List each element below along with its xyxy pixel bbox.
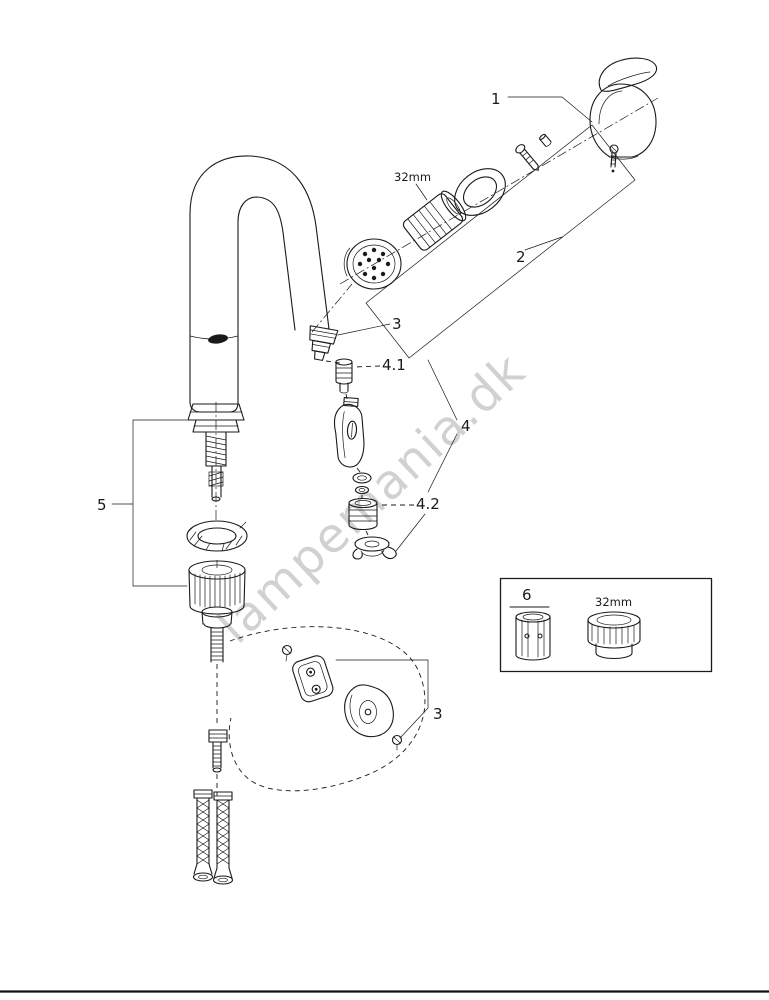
label-32mm-box: 32mm — [595, 595, 632, 609]
wall-bracket — [292, 655, 334, 703]
cap-screw — [609, 144, 619, 173]
callout-3-holder: 3 — [433, 705, 443, 723]
spray-face — [343, 238, 402, 290]
callout-1: 1 — [491, 90, 501, 108]
hose-nipple — [309, 325, 339, 361]
callout-3-hose: 3 — [392, 315, 402, 333]
callout-4: 4 — [461, 417, 471, 435]
callout-2: 2 — [516, 248, 526, 266]
part-4-2-check-valve — [348, 467, 397, 560]
handle-cap — [589, 83, 657, 160]
holder-screw — [391, 734, 403, 751]
watermark-text: lampemania.dk — [207, 342, 537, 655]
label-32mm-cartridge: 32mm — [394, 170, 431, 184]
spray-wand — [334, 396, 365, 468]
small-plug — [539, 133, 552, 147]
callout-5: 5 — [97, 496, 107, 514]
hose-holder — [344, 684, 394, 738]
accessory-box — [499, 577, 713, 673]
callout-6: 6 — [522, 586, 532, 604]
faucet-body — [189, 155, 330, 413]
body-lever-dot — [208, 334, 228, 344]
wall-bracket-screw — [281, 644, 293, 662]
callout-4-1: 4.1 — [382, 356, 406, 374]
part-4-1-coupling — [325, 358, 353, 400]
construction-lines — [215, 97, 659, 568]
set-screw — [515, 144, 539, 171]
retaining-ring — [454, 168, 506, 216]
spray-cartridge-32mm — [402, 190, 467, 251]
mounting-group — [186, 403, 248, 663]
handle-lever — [598, 57, 658, 92]
hose-routing — [208, 626, 426, 796]
callout-leaders — [111, 96, 593, 739]
callout-4-2: 4.2 — [416, 495, 440, 513]
supply-hoses — [192, 789, 234, 885]
